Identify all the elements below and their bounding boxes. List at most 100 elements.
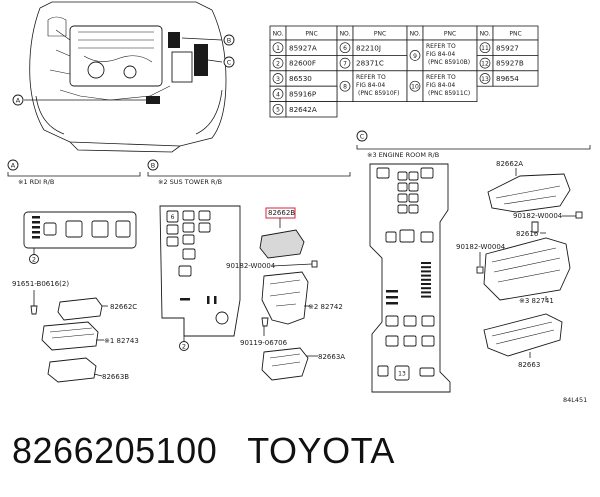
bracket-82742-detail (269, 279, 301, 307)
table-no-text: 9 (413, 53, 417, 60)
c-socket-y (419, 367, 435, 377)
table-pnc-sub: FIG 84-04 (426, 82, 455, 89)
c-socket-x (377, 365, 389, 377)
table-pnc-text: 85927A (289, 43, 317, 52)
b-socket-c (182, 210, 195, 221)
callout-a2-text: 2 (32, 256, 36, 264)
b-socket-a (166, 224, 179, 235)
c-small-socket (408, 182, 419, 192)
table-pnc-text: 82642A (289, 105, 317, 114)
base-82663b (47, 357, 97, 383)
c-socket (421, 315, 435, 327)
table-pnc-text: 82600F (289, 59, 316, 68)
section-a-bracket (7, 172, 141, 177)
c-fuse-slot (421, 274, 431, 277)
table-pnc-text: 28371C (356, 59, 384, 68)
c-fuse-slot (421, 278, 431, 281)
table-header-no: NO. (273, 31, 284, 38)
c-socket (403, 335, 417, 347)
table-header-pnc: PNC (305, 31, 317, 38)
engine-pulley (87, 61, 105, 79)
table-no-circle (409, 80, 421, 92)
label-82662c: 82662C (110, 303, 137, 311)
c-fuse-slot (421, 262, 431, 264)
c-socket (421, 335, 435, 347)
cover-82662b (259, 229, 305, 259)
c-socket (420, 231, 434, 243)
c-socket (385, 315, 399, 327)
b-socket-d (182, 222, 195, 233)
table-no-text: 8 (343, 84, 347, 91)
b-socket-e (182, 234, 195, 245)
table-pnc-text: 89654 (496, 74, 519, 83)
label-82663a: 82663A (318, 353, 345, 361)
bumper (69, 141, 181, 153)
b-fuse-1 (180, 298, 190, 301)
b-socket-g (198, 222, 211, 233)
fender-right (195, 89, 223, 135)
label-82662a: 82662A (496, 160, 523, 168)
table-header-no: NO. (410, 31, 421, 38)
relay-socket-1 (43, 222, 57, 236)
fuse-slot-4 (32, 231, 40, 234)
c-fuse-slot (421, 283, 431, 285)
b-fuse-2 (207, 296, 210, 304)
table-pnc-sub2: (PNC 85910F) (358, 90, 399, 97)
table-pnc-text: REFER TO (426, 74, 456, 81)
relay-socket-2 (65, 220, 83, 238)
footer-brand: TOYOTA (247, 430, 395, 471)
callout-a-circle (12, 94, 24, 106)
section-a-circle (7, 159, 19, 171)
c-socket (376, 167, 390, 179)
fuse-slot-1 (32, 216, 40, 219)
section-b-letter: B (151, 162, 155, 170)
table-pnc-text: REFER TO (356, 74, 386, 81)
table-no-text: 12 (481, 61, 489, 68)
label-82662b: 82662B (268, 209, 295, 217)
table-header-pnc: PNC (444, 31, 456, 38)
section-a-title: ※1 RDI R/B (18, 178, 54, 186)
leader-82663b (93, 373, 103, 377)
fender-left (35, 95, 65, 135)
base-82663-detail (491, 321, 555, 345)
relay-block-top (168, 32, 180, 48)
table-no-circle (272, 42, 284, 54)
table-no-text: 1 (276, 45, 280, 52)
callout-a-text: A (16, 97, 21, 105)
c-socket (403, 315, 417, 327)
cover-82662a-detail (495, 185, 561, 205)
label-91651: 91651-B0616(2) (12, 280, 69, 288)
table-no-circle (272, 57, 284, 69)
section-a-parts: 2 91651-B0616(2) 82662C ※1 82743 82663B (12, 211, 139, 383)
reference-code: 84L451 (563, 396, 587, 404)
table-pnc-sub2: (PNC 85910B) (428, 59, 470, 66)
table-no-text: 6 (343, 45, 347, 52)
table-no-circle (479, 73, 491, 84)
b-socket-6-text: 6 (171, 214, 175, 221)
c-small-socket (397, 204, 408, 214)
table-pnc-cell (422, 70, 478, 103)
table-no-text: 5 (276, 107, 280, 114)
label-82663b: 82663B (102, 373, 129, 381)
c-fuse-slot (386, 290, 398, 293)
engine-hoses (49, 29, 171, 101)
c-socket (385, 335, 399, 347)
c-small-socket (408, 204, 419, 214)
table-pnc-text: 85927B (496, 59, 524, 68)
part-82616 (531, 221, 539, 233)
callout-b2-text: 2 (182, 343, 186, 351)
c-small-socket (397, 182, 408, 192)
table-no-circle (479, 42, 491, 54)
b-fuse-3 (214, 296, 217, 304)
table-pnc-text: 82210J (356, 43, 381, 52)
section-a-letter: A (11, 162, 16, 170)
table-no-text: 10 (411, 84, 419, 91)
table-pnc-sub2: (PNC 85911C) (428, 90, 470, 97)
section-c-bracket (356, 145, 591, 150)
b-round-socket (215, 311, 229, 325)
relay-socket-4 (115, 220, 131, 238)
engine-bay-drawing: B C A (12, 1, 235, 153)
label-82742: ※2 82742 (308, 303, 343, 311)
section-c-parts: 13 82662A 90182-W0004 82616 90182-W0004 … (369, 160, 583, 393)
